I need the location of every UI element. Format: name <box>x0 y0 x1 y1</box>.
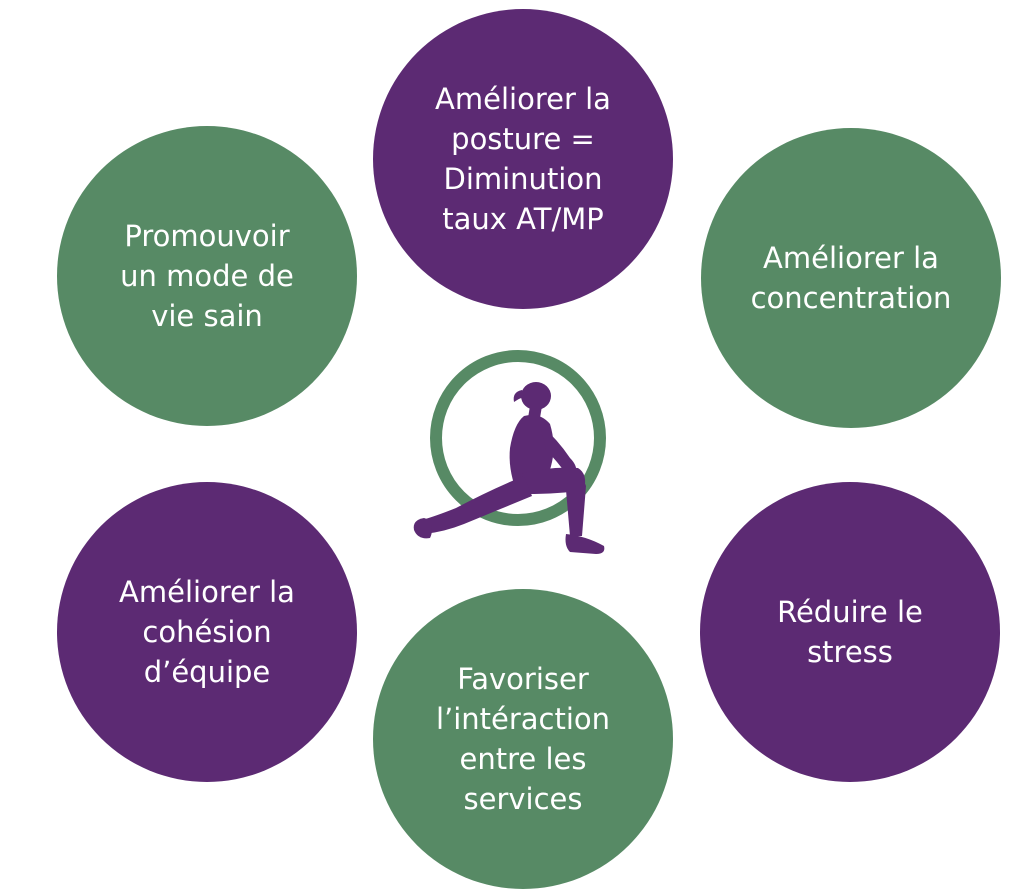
bubble-interaction-text: Favoriser l’intéraction entre les servic… <box>435 662 611 816</box>
stretching-person-icon <box>413 350 606 554</box>
bubble-concentration-text: Améliorer la concentration <box>750 241 952 315</box>
bubble-healthy-lifestyle: Promouvoir un mode de vie sain <box>57 126 357 426</box>
bubble-posture-text: Améliorer la posture = Diminution taux A… <box>435 82 611 236</box>
bubble-healthy-lifestyle-text: Promouvoir un mode de vie sain <box>120 219 294 333</box>
bubble-team-cohesion: Améliorer la cohésion d’équipe <box>57 482 357 782</box>
bubble-team-cohesion-text: Améliorer la cohésion d’équipe <box>119 575 295 689</box>
bubble-stress-text: Réduire le stress <box>777 595 923 669</box>
bubble-concentration: Améliorer la concentration <box>701 128 1001 428</box>
bubble-interaction: Favoriser l’intéraction entre les servic… <box>373 589 673 889</box>
bubble-posture: Améliorer la posture = Diminution taux A… <box>373 9 673 309</box>
bubble-stress: Réduire le stress <box>700 482 1000 782</box>
